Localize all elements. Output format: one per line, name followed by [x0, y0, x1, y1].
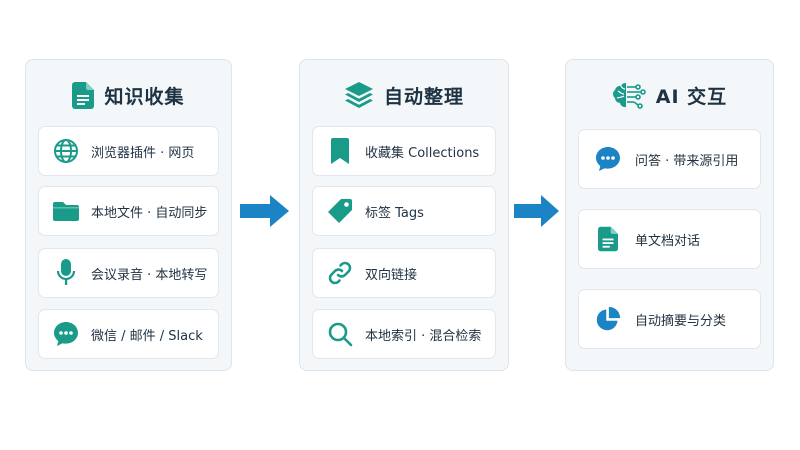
chat-icon [53, 321, 79, 347]
item-local-files: 本地文件 · 自动同步 [38, 186, 219, 236]
arrow-right-icon [240, 195, 289, 227]
brain-icon [612, 82, 646, 109]
organize-panel: 自动整理 收藏集 Collections 标签 Tags 双向链接 [299, 59, 509, 371]
item-tags: 标签 Tags [312, 186, 496, 236]
search-icon [327, 321, 353, 347]
collection-panel-header: 知识收集 [26, 80, 231, 110]
item-label: 本地文件 · 自动同步 [91, 205, 208, 221]
document-icon [595, 226, 621, 252]
link-icon [327, 260, 353, 286]
organize-panel-title: 自动整理 [383, 85, 464, 108]
item-qa-citations: 问答 · 带来源引用 [578, 129, 761, 189]
pie-chart-icon [595, 306, 621, 332]
item-label: 微信 / 邮件 / Slack [91, 328, 203, 344]
item-messaging: 微信 / 邮件 / Slack [38, 309, 219, 359]
item-label: 双向链接 [365, 267, 418, 283]
ai-panel: AI 交互 问答 · 带来源引用 单文档对话 [565, 59, 774, 371]
layers-icon [344, 82, 373, 108]
item-label: 会议录音 · 本地转写 [91, 267, 208, 283]
item-label: 收藏集 Collections [365, 145, 480, 161]
item-collections: 收藏集 Collections [312, 126, 496, 176]
microphone-icon [53, 259, 79, 286]
item-browser-extension: 浏览器插件 · 网页 [38, 126, 219, 176]
arrow-right-icon [514, 195, 559, 227]
collection-panel-title: 知识收集 [104, 85, 185, 108]
ai-panel-header: AI 交互 [566, 80, 773, 110]
item-label: 标签 Tags [365, 205, 424, 221]
item-label: 问答 · 带来源引用 [635, 153, 739, 169]
collection-panel: 知识收集 浏览器插件 · 网页 本地文件 · 自动同步 [25, 59, 232, 371]
chat-icon [595, 146, 621, 172]
item-single-doc-chat: 单文档对话 [578, 209, 761, 269]
tag-icon [327, 198, 353, 224]
globe-icon [53, 138, 79, 164]
organize-panel-header: 自动整理 [300, 80, 508, 110]
item-local-index: 本地索引 · 混合检索 [312, 309, 496, 359]
item-label: 本地索引 · 混合检索 [365, 328, 482, 344]
item-label: 单文档对话 [635, 233, 701, 249]
item-label: 自动摘要与分类 [635, 313, 727, 329]
document-icon [72, 81, 95, 109]
item-label: 浏览器插件 · 网页 [91, 145, 195, 161]
bookmark-icon [327, 138, 353, 164]
folder-icon [53, 198, 79, 224]
item-meeting-recording: 会议录音 · 本地转写 [38, 248, 219, 298]
ai-panel-title: AI 交互 [655, 85, 728, 108]
item-auto-summary: 自动摘要与分类 [578, 289, 761, 349]
item-bidirectional-links: 双向链接 [312, 248, 496, 298]
